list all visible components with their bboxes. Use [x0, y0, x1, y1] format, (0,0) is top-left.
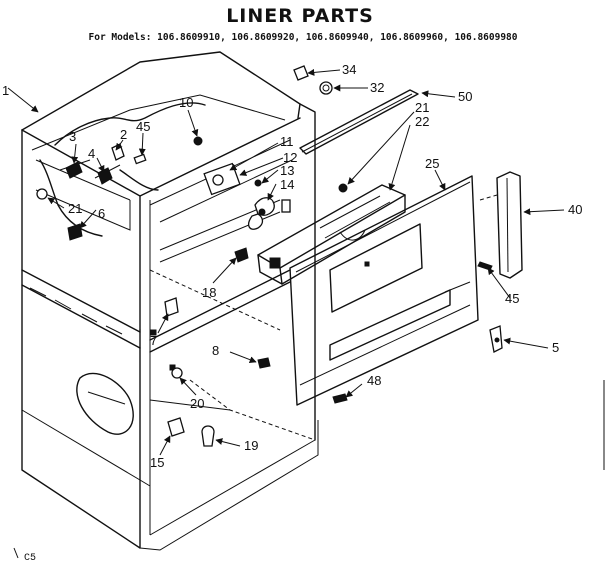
callout-22: 22 — [415, 114, 429, 129]
callout-45-right: 45 — [505, 291, 519, 306]
callout-11: 11 — [280, 134, 294, 149]
refrigerator-liner — [21, 51, 319, 551]
callout-18: 18 — [202, 285, 216, 300]
callout-numbers: 1 34 32 50 10 3 2 45 11 12 21 22 13 4 14… — [2, 62, 582, 470]
diagram-title: LINER PARTS — [226, 5, 374, 27]
callout-48: 48 — [367, 373, 381, 388]
liner-cover-and-parts — [164, 65, 523, 447]
callout-20: 20 — [190, 396, 204, 411]
callout-50: 50 — [458, 89, 472, 104]
callout-13: 13 — [280, 163, 294, 178]
callout-34: 34 — [342, 62, 356, 77]
callout-15: 15 — [150, 455, 164, 470]
callout-21-left: 21 — [68, 201, 82, 216]
callout-12: 12 — [283, 150, 297, 165]
callout-40: 40 — [568, 202, 582, 217]
callout-1: 1 — [2, 83, 9, 98]
callout-45-top: 45 — [136, 119, 150, 134]
callout-25: 25 — [425, 156, 439, 171]
callout-2: 2 — [120, 127, 127, 142]
leader-lines — [7, 68, 565, 456]
callout-4: 4 — [88, 146, 95, 161]
callout-8: 8 — [212, 343, 219, 358]
callout-5: 5 — [552, 340, 559, 355]
freezer-ceiling-components — [36, 102, 291, 241]
callout-6: 6 — [98, 206, 105, 221]
callout-3: 3 — [69, 129, 76, 144]
callout-7: 7 — [150, 333, 157, 348]
callout-32: 32 — [370, 80, 384, 95]
callout-19: 19 — [244, 438, 258, 453]
callout-14: 14 — [280, 177, 294, 192]
footer-code: C5 — [24, 553, 36, 564]
footer-tick — [13, 547, 19, 559]
callout-10: 10 — [179, 95, 193, 110]
callout-21-right: 21 — [415, 100, 429, 115]
models-line: For Models: 106.8609910, 106.8609920, 10… — [89, 32, 518, 43]
